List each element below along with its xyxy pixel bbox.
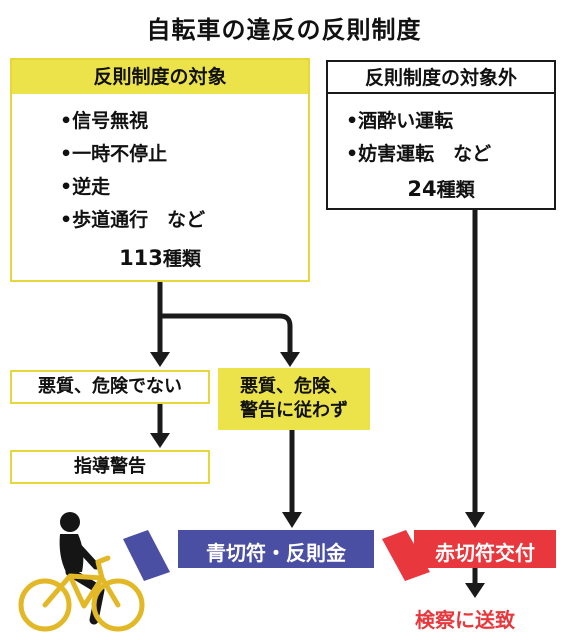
left-count-number: 113	[119, 246, 163, 270]
left-count-unit: 種類	[162, 248, 201, 270]
bicycle-front-wheel	[91, 578, 145, 632]
bicycle-rear-wheel	[18, 578, 72, 632]
cyclist-arm	[70, 538, 100, 570]
cyclist-head	[60, 512, 80, 532]
right-item-obstruct: •妨害運転 など	[346, 143, 492, 165]
connector-left-branch	[160, 313, 293, 356]
prosecutor-referral-label: 検察に送致	[415, 608, 515, 632]
left-item-reverse: •逆走	[60, 176, 111, 198]
cyclist-illustration	[18, 512, 145, 632]
guidance-warning-label: 指導警告	[74, 456, 146, 477]
reporting-system-target-title: 反則制度の対象	[93, 66, 227, 88]
left-count: 113種類	[10, 244, 310, 271]
blue-ticket-label: 青切符・反則金	[206, 541, 346, 565]
serious-box: 悪質、危険、 警告に従わず	[218, 368, 370, 430]
reporting-system-target-box	[10, 58, 310, 282]
arrow-to-guidance	[150, 433, 170, 448]
outside-system-title: 反則制度の対象外	[364, 67, 517, 89]
right-count-number: 24	[407, 177, 437, 201]
right-item-drunk: •酒酔い運転	[346, 110, 454, 132]
serious-label-line1: 悪質、危険、	[240, 376, 348, 397]
arrow-to-not-serious	[150, 352, 170, 367]
blue-ticket-bar	[178, 530, 374, 568]
red-ticket-label: 赤切符交付	[435, 541, 535, 565]
not-serious-box: 悪質、危険でない	[10, 370, 210, 404]
serious-label-line2: 警告に従わず	[240, 400, 348, 421]
left-item-sidewalk: •歩道通行 など	[60, 209, 206, 231]
red-ticket-bar	[414, 530, 556, 568]
left-item-stop: •一時不停止	[60, 143, 168, 165]
arrow-to-serious	[280, 352, 300, 367]
arrow-to-red-ticket	[465, 512, 485, 528]
not-serious-label: 悪質、危険でない	[38, 376, 182, 397]
blue-ticket-slant	[123, 530, 170, 581]
reporting-system-target-header: 反則制度の対象	[12, 60, 308, 94]
arrow-to-blue-ticket	[282, 512, 302, 528]
right-count: 24種類	[326, 175, 556, 202]
arrow-to-prosecutor	[465, 583, 485, 598]
diagram-title: 自転車の違反の反則制度	[146, 16, 422, 44]
bicycle-frame	[42, 555, 121, 609]
guidance-warning-box: 指導警告	[10, 450, 210, 484]
outside-system-header: 反則制度の対象外	[328, 62, 554, 94]
right-count-unit: 種類	[436, 179, 475, 201]
left-item-signal: •信号無視	[60, 110, 149, 132]
red-ticket-slant	[382, 530, 430, 581]
